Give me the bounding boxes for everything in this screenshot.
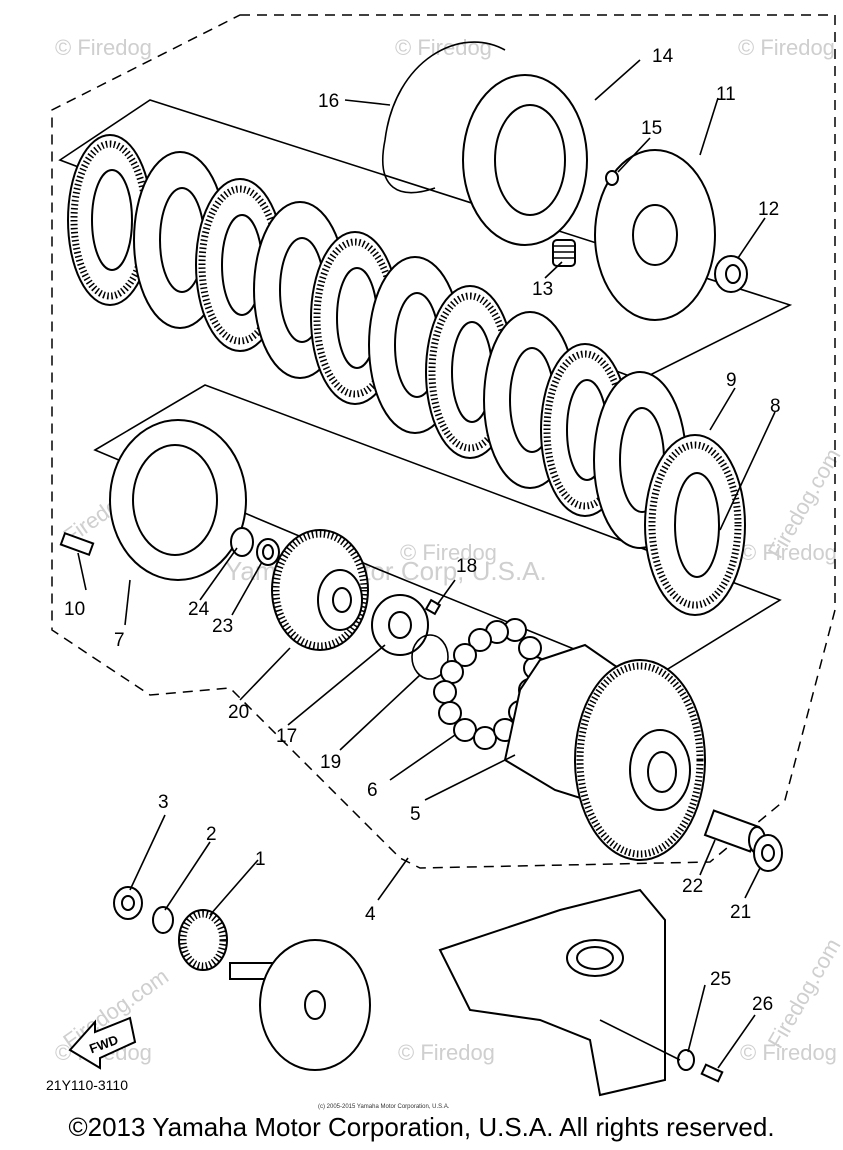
watermark-brand: © Firedog xyxy=(55,35,152,60)
callout-4: 4 xyxy=(365,904,376,925)
washer-23 xyxy=(256,538,280,566)
leader-lines xyxy=(77,59,776,1069)
clutch-boss-plate xyxy=(109,419,247,581)
callout-11: 11 xyxy=(716,84,736,105)
watermark-brand: © Firedog xyxy=(398,1040,495,1065)
friction-plate xyxy=(644,434,746,616)
callout-16: 16 xyxy=(318,91,339,112)
watermark-site: Firedog.com xyxy=(763,934,843,1052)
pin-18 xyxy=(424,598,442,616)
bolt-26 xyxy=(700,1063,724,1083)
callout-21: 21 xyxy=(730,902,751,923)
washer-2 xyxy=(152,906,174,934)
watermark-brand: © Firedog xyxy=(740,1040,837,1065)
pressure-plate xyxy=(594,149,716,321)
callout-9: 9 xyxy=(726,370,737,391)
bearing xyxy=(714,255,748,293)
watermark-brand: © Firedog xyxy=(740,540,837,565)
callout-24: 24 xyxy=(188,599,210,620)
callout-10: 10 xyxy=(64,599,85,620)
callout-22: 22 xyxy=(682,876,703,897)
kick-gear xyxy=(371,594,429,656)
copyright-footer: ©2013 Yamaha Motor Corporation, U.S.A. A… xyxy=(68,1112,775,1142)
callout-26: 26 xyxy=(752,994,773,1015)
callout-13: 13 xyxy=(532,279,553,300)
clutch-plate-stack xyxy=(67,134,746,616)
nut-3 xyxy=(113,886,143,920)
forward-arrow-icon: FWD xyxy=(68,1016,137,1070)
washer-21 xyxy=(753,834,783,872)
watermark-brand: © Firedog xyxy=(738,35,835,60)
callout-numbers: 1 2 3 4 5 6 7 8 9 10 11 12 13 14 15 16 1… xyxy=(64,46,781,1015)
callout-23: 23 xyxy=(212,616,233,637)
callout-8: 8 xyxy=(770,396,781,417)
parts-diagram: © Firedog © Firedog © Firedog © Firedog … xyxy=(46,14,843,1110)
callout-2: 2 xyxy=(206,824,217,845)
primary-driven-gear xyxy=(271,529,369,651)
circlip-19 xyxy=(411,634,449,680)
clutch-housing xyxy=(503,643,706,861)
small-copyright-notice: (c) 2005-2015 Yamaha Motor Corporation, … xyxy=(318,1104,450,1110)
clutch-assembly-outline xyxy=(51,14,836,869)
cushion-plate xyxy=(462,74,588,246)
callout-7: 7 xyxy=(114,630,125,651)
crankshaft-weight xyxy=(229,939,371,1071)
callout-18: 18 xyxy=(456,556,477,577)
circlip xyxy=(382,41,506,194)
primary-drive-gear xyxy=(178,909,228,971)
spring-10 xyxy=(59,531,95,557)
watermark-brand: © Firedog xyxy=(395,35,492,60)
watermark-brand: © Firedog xyxy=(400,540,497,565)
callout-5: 5 xyxy=(410,804,421,825)
diagram-code: 21Y110-3110 xyxy=(46,1077,128,1093)
crankcase-section xyxy=(438,888,666,1097)
callout-20: 20 xyxy=(228,702,249,723)
spring-seat xyxy=(605,170,619,186)
callout-12: 12 xyxy=(758,199,779,220)
callout-6: 6 xyxy=(367,780,378,801)
friction-plate xyxy=(67,134,153,306)
callout-14: 14 xyxy=(652,46,674,67)
clutch-spring xyxy=(552,239,576,267)
callout-17: 17 xyxy=(276,726,297,747)
callout-15: 15 xyxy=(641,118,662,139)
callout-25: 25 xyxy=(710,969,731,990)
callout-3: 3 xyxy=(158,792,169,813)
washer-25 xyxy=(677,1049,695,1071)
callout-19: 19 xyxy=(320,752,341,773)
callout-1: 1 xyxy=(255,849,266,870)
